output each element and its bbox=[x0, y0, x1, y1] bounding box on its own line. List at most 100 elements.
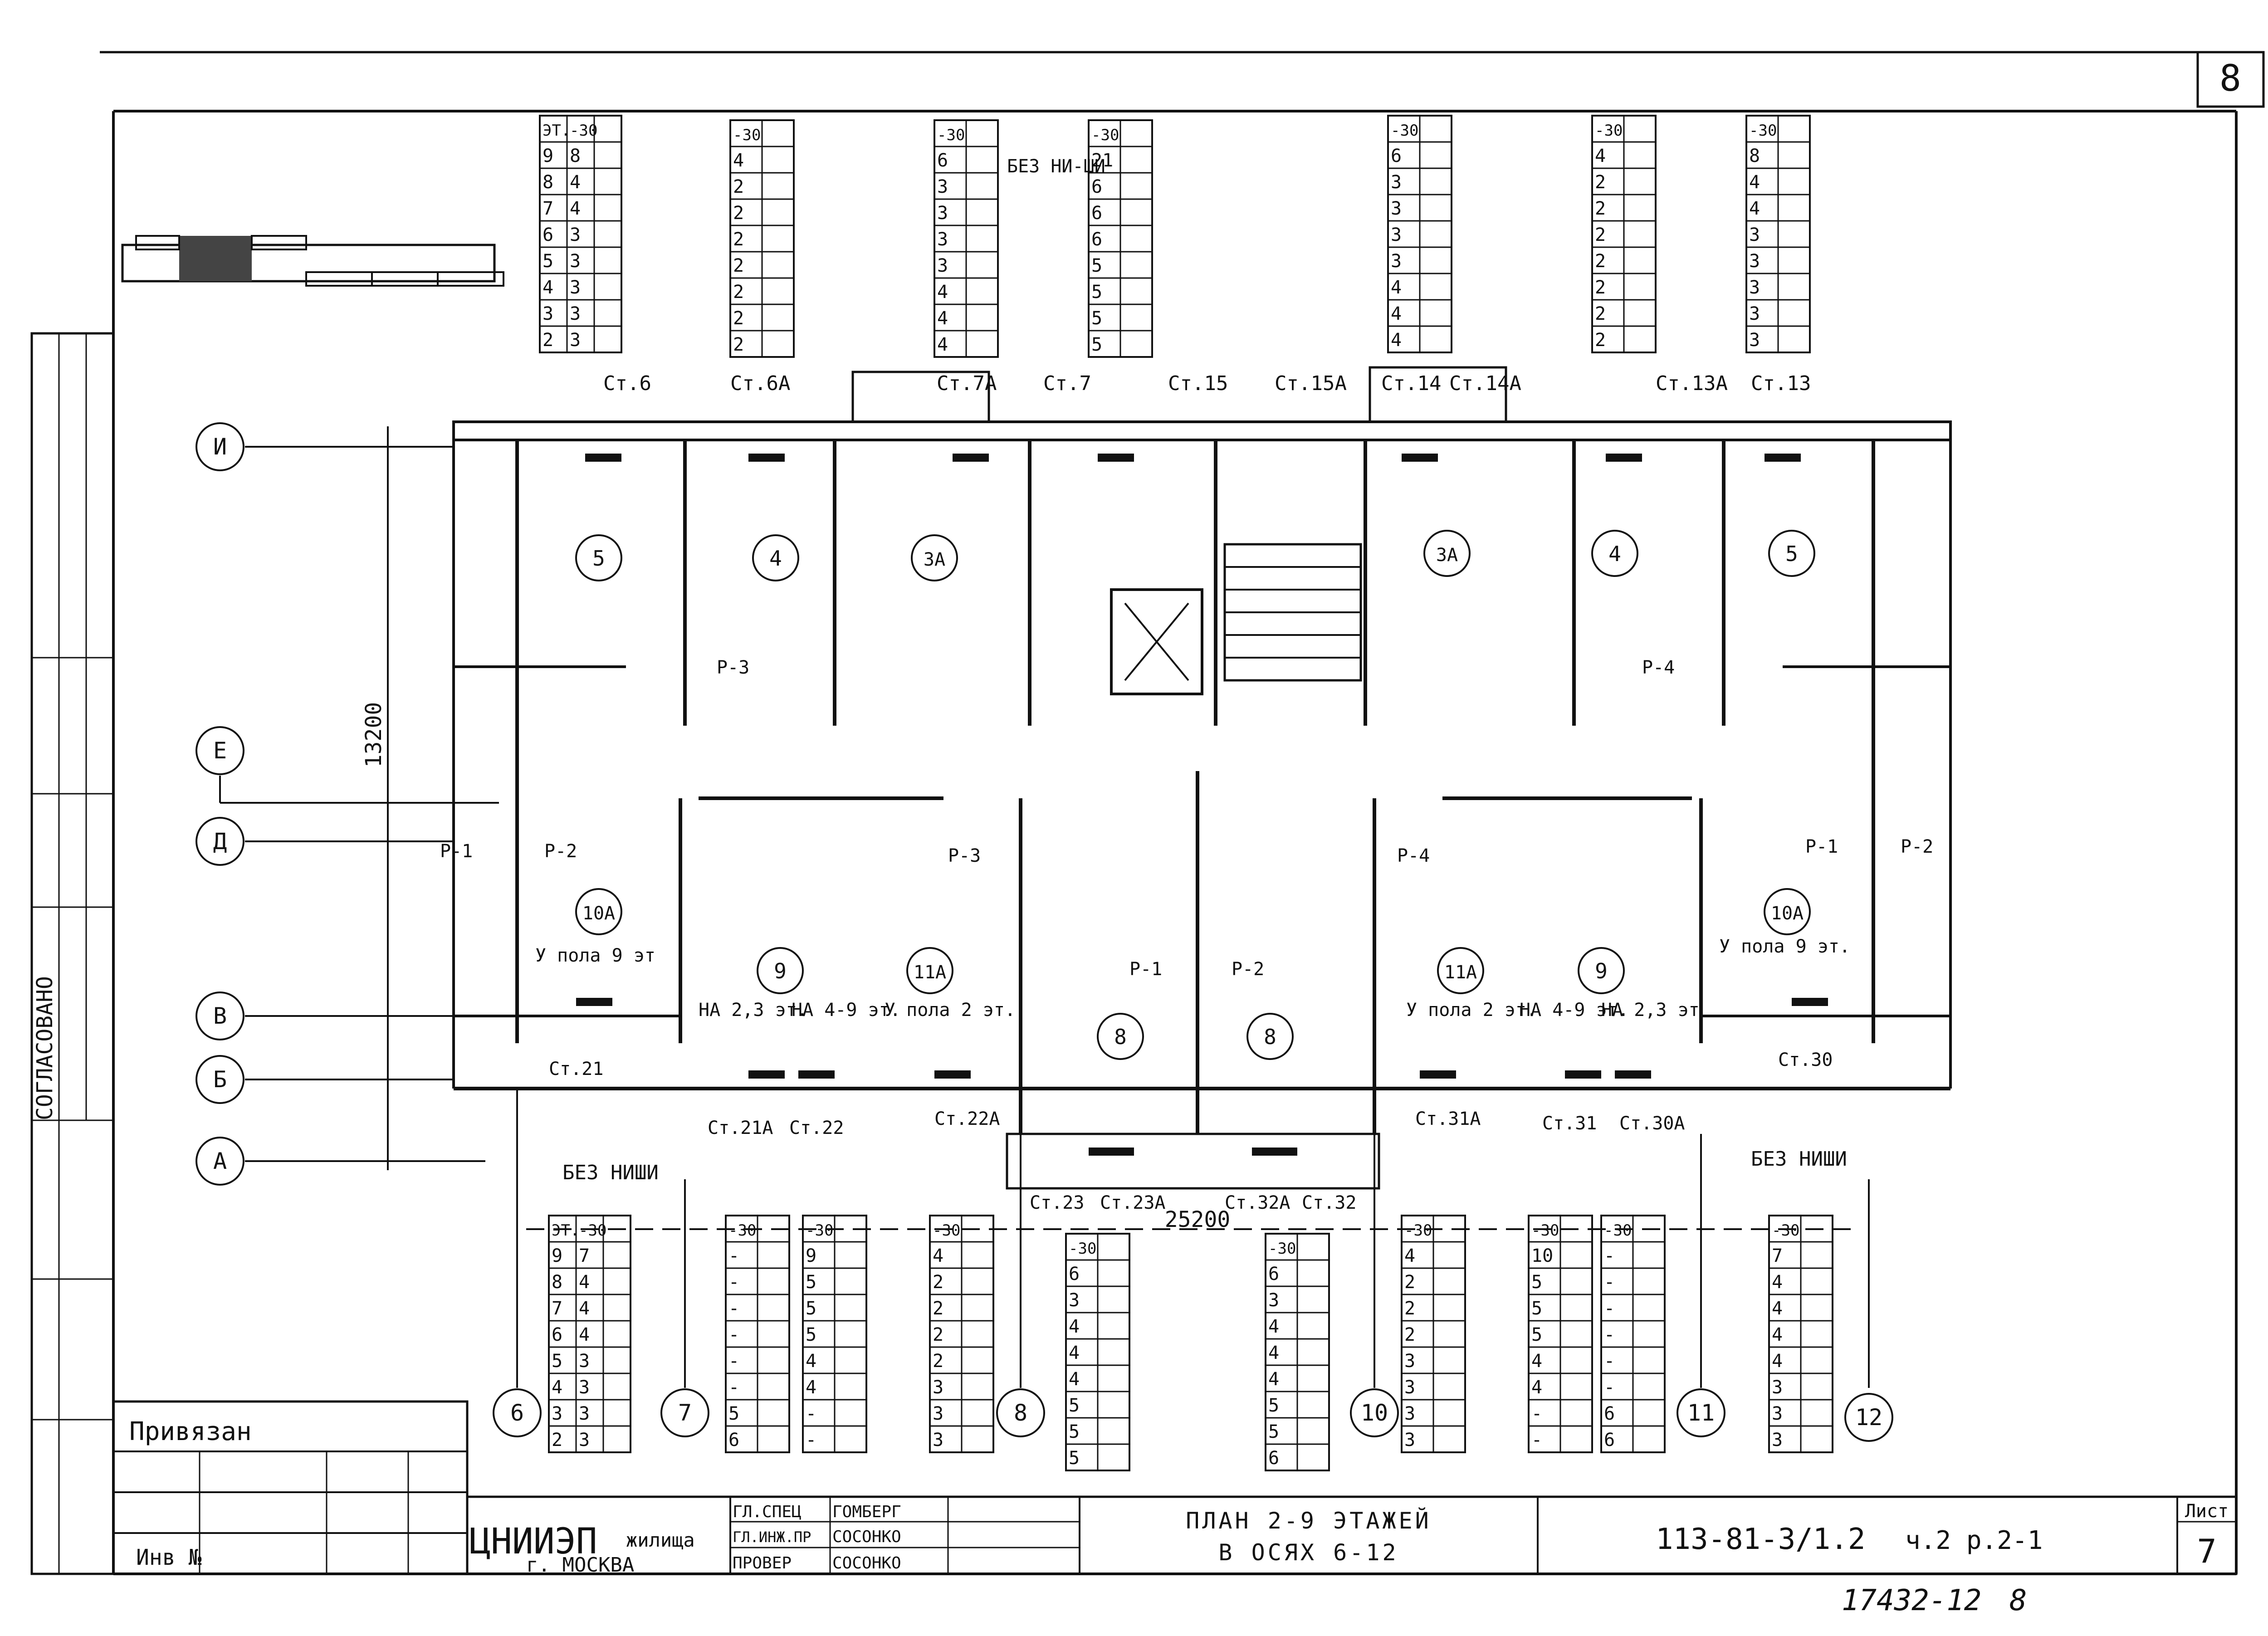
bottom-riser-table-cell: - bbox=[728, 1245, 739, 1266]
top-riser-table-cell: 3 bbox=[1749, 251, 1760, 272]
stoyak-label: Ст.7А bbox=[937, 372, 997, 395]
top-riser-table-cell: 6 bbox=[937, 150, 948, 171]
room-label: 4 bbox=[1591, 530, 1638, 577]
top-riser-table-cell: 3 bbox=[1749, 225, 1760, 245]
top-riser-table-cell: 3 bbox=[1749, 330, 1760, 351]
bottom-riser-table-cell: - bbox=[806, 1430, 816, 1450]
bottom-riser-table-cell: 5 bbox=[1069, 1448, 1080, 1469]
bottom-riser-table-cell: - bbox=[728, 1298, 739, 1319]
bottom-riser-table-cell: 4 bbox=[1531, 1351, 1542, 1372]
bottom-riser-table-cell: 4 bbox=[1531, 1377, 1542, 1398]
org-city: г. МОСКВА bbox=[526, 1553, 634, 1577]
bottom-riser-table-cell: 6 bbox=[1604, 1403, 1615, 1424]
note-label: НА 2,3 эт. bbox=[699, 1000, 808, 1021]
bottom-riser-table-cell: 2 bbox=[933, 1324, 943, 1345]
top-riser-table-cell: 5 bbox=[543, 251, 553, 272]
stoyak-label: Ст.30А bbox=[1619, 1113, 1685, 1134]
top-riser-table-header-cell: -30 bbox=[937, 126, 965, 144]
note-label: НА 4-9 эт. bbox=[1520, 1000, 1629, 1021]
top-riser-table-cell: 2 bbox=[1595, 172, 1606, 193]
bottom-riser-table-cell: 3 bbox=[579, 1403, 590, 1424]
bez-nishi-label: БЕЗ НИШИ bbox=[562, 1161, 659, 1184]
top-riser-table-cell: 3 bbox=[543, 303, 553, 324]
top-riser-table-cell: 8 bbox=[1749, 146, 1760, 166]
bottom-riser-table-cell: 4 bbox=[806, 1351, 816, 1372]
top-riser-table-cell: 6 bbox=[1091, 229, 1102, 250]
bottom-riser-table: -30------56 bbox=[725, 1215, 790, 1453]
riser-labels: Р-1 Р-2 Р-3 Р-4 Р-1 Р-2 Р-3 Р-4 Р-1 Р-2 bbox=[440, 657, 1933, 980]
top-riser-table-cell: 2 bbox=[1595, 198, 1606, 219]
bottom-riser-table-cell: 3 bbox=[933, 1430, 943, 1450]
stoyak-label: Ст.13А bbox=[1656, 372, 1728, 395]
top-riser-table-cell: 4 bbox=[733, 150, 744, 171]
stoyak-label: Ст.6А bbox=[730, 372, 790, 395]
top-riser-table-cell: 4 bbox=[1749, 198, 1760, 219]
bottom-riser-table-cell: 3 bbox=[933, 1377, 943, 1398]
axis-marker-8: 8 bbox=[996, 1134, 1045, 1437]
axis-marker-Д: Д bbox=[196, 817, 454, 866]
top-riser-table-cell: 6 bbox=[1391, 146, 1402, 166]
stoyak-label: Ст.23 bbox=[1030, 1192, 1084, 1213]
sheet-part: ч.2 р.2-1 bbox=[1905, 1526, 2043, 1555]
bottom-riser-table-cell: - bbox=[728, 1351, 739, 1372]
top-riser-table-header-cell: -30 bbox=[1391, 122, 1418, 140]
top-riser-table-cell: 2 bbox=[733, 229, 744, 250]
bottom-riser-table-cell: 3 bbox=[1069, 1290, 1080, 1311]
stoyak-label: Ст.6 bbox=[603, 372, 651, 395]
top-riser-table-cell: 2 bbox=[733, 255, 744, 276]
top-riser-table-cell: 2 bbox=[733, 203, 744, 224]
room-label: 8 bbox=[1097, 1013, 1144, 1060]
stoyak-label: Ст.22А bbox=[934, 1109, 1000, 1129]
bottom-riser-table-cell: 2 bbox=[1404, 1324, 1415, 1345]
top-riser-table-cell: 3 bbox=[1391, 225, 1402, 245]
bottom-riser-table-cell: - bbox=[1604, 1245, 1615, 1266]
top-riser-table-cell: 4 bbox=[570, 198, 581, 219]
signature-role: ГЛ.СПЕЦ bbox=[733, 1503, 802, 1521]
room-label: 9 bbox=[757, 947, 804, 994]
top-riser-table-cell: 4 bbox=[1391, 303, 1402, 324]
svg-text:8: 8 bbox=[1264, 1025, 1276, 1049]
bottom-riser-table-cell: - bbox=[728, 1324, 739, 1345]
bottom-riser-table-cell: 4 bbox=[1069, 1343, 1080, 1363]
bottom-riser-table-cell: 4 bbox=[1404, 1245, 1415, 1266]
top-riser-table-cell: 2 bbox=[733, 334, 744, 355]
axis-marker-В: В bbox=[196, 991, 454, 1040]
bottom-riser-table-cell: 6 bbox=[1268, 1448, 1279, 1469]
row-axis-markers: И Е Д В Б А bbox=[196, 422, 499, 1186]
note-label: У пола 9 эт. bbox=[1719, 936, 1850, 957]
title-line-1: ПЛАН 2-9 ЭТАЖЕЙ bbox=[1186, 1507, 1432, 1534]
bottom-riser-table-cell: 6 bbox=[1268, 1264, 1279, 1284]
top-riser-table-cell: 2 bbox=[733, 308, 744, 329]
bottom-riser-table-cell: 2 bbox=[1404, 1298, 1415, 1319]
bottom-riser-table-cell: 5 bbox=[728, 1403, 739, 1424]
top-riser-table-cell: 2 bbox=[733, 282, 744, 303]
top-riser-table-cell: 3 bbox=[570, 251, 581, 272]
top-stoyak-labels: Ст.6 Ст.6А Ст.7А Ст.7 Ст.15 Ст.15А Ст.14… bbox=[603, 372, 1811, 395]
top-riser-table-cell: 7 bbox=[543, 198, 553, 219]
axis-marker-12: 12 bbox=[1844, 1179, 1893, 1442]
bottom-riser-table-cell: - bbox=[728, 1377, 739, 1398]
bottom-riser-table-cell: 4 bbox=[1069, 1369, 1080, 1390]
stoyak-label: Ст.32 bbox=[1302, 1192, 1356, 1213]
bottom-riser-table-header-cell: -30 bbox=[1772, 1221, 1799, 1240]
svg-text:Е: Е bbox=[213, 737, 227, 764]
bottom-riser-table-cell: - bbox=[1604, 1351, 1615, 1372]
room-label: 3А bbox=[911, 534, 958, 581]
svg-text:11А: 11А bbox=[914, 962, 946, 983]
note-label: НА 4-9 эт. bbox=[792, 1000, 901, 1021]
svg-text:10: 10 bbox=[1361, 1400, 1388, 1426]
top-riser-table-cell: 4 bbox=[1391, 277, 1402, 298]
svg-text:Д: Д bbox=[213, 828, 227, 855]
room-labels: 5 4 3А 3А 4 5 10А 9 11А 8 8 11А 9 10А bbox=[575, 530, 1815, 1060]
top-riser-table-cell: 3 bbox=[1391, 198, 1402, 219]
top-riser-table-cell: 2 bbox=[1595, 251, 1606, 272]
bottom-riser-table-header-cell: -30 bbox=[806, 1221, 833, 1240]
bottom-riser-table-cell: 3 bbox=[1404, 1377, 1415, 1398]
room-label: 4 bbox=[752, 534, 799, 581]
